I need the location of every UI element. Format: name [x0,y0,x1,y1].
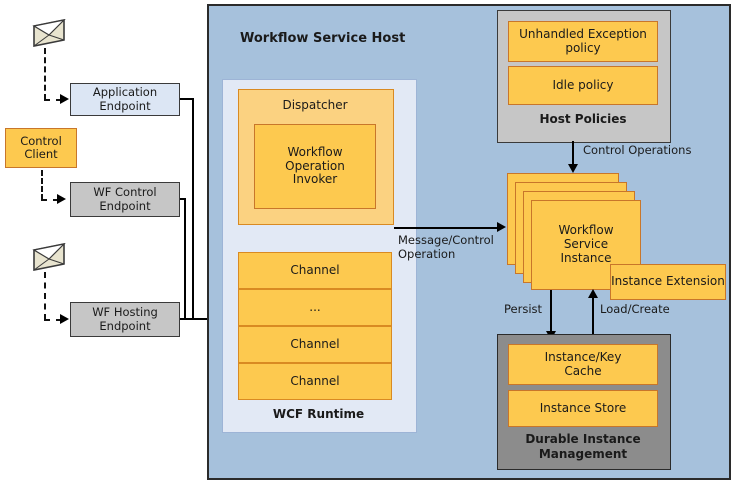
wf-hosting-endpoint-label: WF Hosting Endpoint [92,305,158,333]
channel-ellipsis-label: ... [309,299,321,314]
envelope-icon-bottom [28,242,68,276]
application-endpoint-label: Application Endpoint [92,85,158,113]
wf-control-endpoint-box[interactable]: WF Control Endpoint [70,182,180,217]
arrowhead-control-operations [568,164,578,173]
workflow-operation-invoker-label: Workflow Operation Invoker [285,144,345,187]
connector-envelope-to-app-endpoint-h [44,99,62,101]
workflow-operation-invoker-box[interactable]: Workflow Operation Invoker [254,124,376,209]
unhandled-exception-policy-label: Unhandled Exception policy [519,26,647,55]
bus-line-vertical-outer [192,98,194,320]
idle-policy-box[interactable]: Idle policy [508,66,658,105]
instance-extension-box[interactable]: Instance Extension [610,264,726,300]
load-create-label: Load/Create [600,302,670,316]
workflow-service-host-title: Workflow Service Host [240,31,406,46]
channel-label: Channel [290,373,340,388]
wcf-runtime-title: WCF Runtime [272,407,365,421]
bus-line-vertical-inner [184,198,186,320]
channel-row-0[interactable]: Channel [238,252,392,289]
arrowhead-app-endpoint [60,94,69,104]
channel-row-2[interactable]: Channel [238,326,392,363]
workflow-service-instance-label: Workflow Service Instance [558,223,614,265]
connector-wcf-to-instance [394,227,499,229]
connector-control-client-to-wf-control-h [41,199,59,201]
channel-label: Channel [290,336,340,351]
wf-hosting-endpoint-box[interactable]: WF Hosting Endpoint [70,302,180,337]
control-operations-label: Control Operations [583,143,692,157]
instance-store-box[interactable]: Instance Store [508,390,658,427]
bus-line-wf-control [180,198,186,200]
control-client-box[interactable]: Control Client [5,128,77,168]
workflow-service-instance-card-front[interactable]: Workflow Service Instance [531,200,641,290]
connector-host-policies-to-instance [572,141,574,168]
connector-envelope-to-wf-hosting [44,272,46,320]
arrowhead-wf-hosting-endpoint [60,314,69,324]
instance-extension-label: Instance Extension [611,274,725,289]
bus-line-app-endpoint [180,98,194,100]
channel-row-1[interactable]: ... [238,289,392,326]
application-endpoint-box[interactable]: Application Endpoint [70,83,180,116]
connector-envelope-to-wf-hosting-h [44,319,62,321]
idle-policy-label: Idle policy [552,77,614,92]
unhandled-exception-policy-box[interactable]: Unhandled Exception policy [508,21,658,62]
message-control-operation-label: Message/Control Operation [398,233,494,261]
connector-load-create [592,295,594,340]
durable-instance-management-title: Durable Instance Management [525,432,641,461]
envelope-icon [28,18,68,52]
connector-control-client-to-wf-control [41,170,43,200]
instance-key-cache-label: Instance/Key Cache [544,349,622,378]
wf-control-endpoint-label: WF Control Endpoint [93,185,157,213]
arrowhead-message-control-operation [497,222,506,232]
connector-persist [550,290,552,335]
arrowhead-load-create [588,289,598,298]
arrowhead-wf-control-endpoint [57,194,66,204]
channel-row-3[interactable]: Channel [238,363,392,400]
channel-label: Channel [290,262,340,277]
bus-line-wf-hosting [180,318,222,320]
persist-label: Persist [504,302,543,316]
host-policies-title: Host Policies [539,112,627,126]
control-client-label: Control Client [20,133,62,161]
instance-key-cache-box[interactable]: Instance/Key Cache [508,344,658,385]
instance-store-label: Instance Store [539,400,627,415]
connector-envelope-to-app-endpoint [44,48,46,100]
dispatcher-label: Dispatcher [282,98,348,112]
